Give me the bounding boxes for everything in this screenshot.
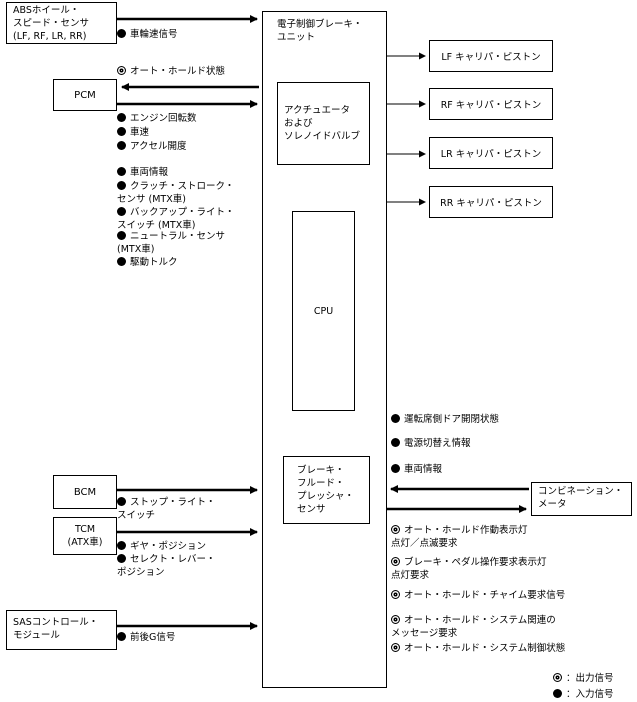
- output-marker-icon: [391, 525, 400, 534]
- input-marker-icon: [117, 207, 126, 216]
- bcm-box: BCM: [53, 475, 117, 509]
- input-marker-icon: [117, 231, 126, 240]
- meter-output-signal: ブレーキ・ペダル操作要求表示灯 点灯要求: [391, 557, 547, 581]
- tcm-box: TCM (ATX車): [53, 517, 117, 555]
- pcm-output-signal: オート・ホールド状態: [117, 65, 225, 78]
- bcm-signal: ストップ・ライト・ スイッチ: [117, 497, 216, 521]
- combination-meter-box: コンビネーション・ メータ: [531, 482, 632, 516]
- input-marker-icon: [117, 257, 126, 266]
- output-marker-icon: [391, 590, 400, 599]
- output-marker-icon: [391, 557, 400, 566]
- meter-input-signal: 電源切替え情報: [391, 437, 471, 450]
- legend-input: ：入力信号: [553, 688, 614, 701]
- meter-input-signal: 運転席側ドア開閉状態: [391, 413, 499, 426]
- input-marker-icon: [117, 181, 126, 190]
- ebcu-title: 電子制御ブレーキ・ ユニット: [277, 19, 363, 43]
- pcm-input-signal: 駆動トルク: [117, 256, 178, 269]
- pcm-input-signal: クラッチ・ストローク・ センサ (MTX車): [117, 181, 235, 205]
- pcm-input-signal: ニュートラル・センサ (MTX車): [117, 231, 226, 255]
- sas-signal: 前後G信号: [117, 631, 175, 644]
- output-marker-icon: [117, 66, 126, 75]
- pcm-input-signal: アクセル開度: [117, 140, 187, 153]
- input-marker-icon: [391, 414, 400, 423]
- output-marker-icon: [553, 673, 562, 682]
- input-marker-icon: [117, 497, 126, 506]
- input-marker-icon: [117, 127, 126, 136]
- cpu-box: CPU: [292, 211, 355, 411]
- tcm-signal: セレクト・レバー・ ポジション: [117, 554, 216, 578]
- meter-output-signal: オート・ホールド作動表示灯 点灯／点滅要求: [391, 525, 528, 549]
- input-marker-icon: [117, 554, 126, 563]
- caliper-lf-box: LF キャリパ・ピストン: [429, 40, 553, 72]
- caliper-lr-box: LR キャリパ・ピストン: [429, 137, 553, 169]
- input-marker-icon: [391, 464, 400, 473]
- input-marker-icon: [117, 29, 126, 38]
- caliper-rf-box: RF キャリパ・ピストン: [429, 88, 553, 120]
- pcm-box: PCM: [53, 79, 117, 111]
- meter-output-signal: オート・ホールド・システム制御状態: [391, 642, 565, 655]
- pcm-input-signal: 車速: [117, 126, 149, 139]
- legend-output: ：出力信号: [553, 672, 614, 685]
- input-marker-icon: [391, 438, 400, 447]
- pcm-input-signal: 車両情報: [117, 166, 168, 179]
- caliper-rr-box: RR キャリパ・ピストン: [429, 186, 553, 218]
- output-marker-icon: [391, 643, 400, 652]
- input-marker-icon: [117, 113, 126, 122]
- meter-input-signal: 車両情報: [391, 463, 442, 476]
- pcm-input-signal: エンジン回転数: [117, 112, 197, 125]
- input-marker-icon: [117, 541, 126, 550]
- pressure-sensor-box: ブレーキ・ フルード・ プレッシャ・ センサ: [283, 456, 370, 524]
- output-marker-icon: [391, 615, 400, 624]
- abs-signal: 車輪速信号: [117, 28, 178, 41]
- input-marker-icon: [117, 167, 126, 176]
- input-marker-icon: [117, 141, 126, 150]
- sas-box: SASコントロール・ モジュール: [6, 610, 117, 650]
- meter-output-signal: オート・ホールド・システム関連の メッセージ要求: [391, 615, 556, 639]
- meter-output-signal: オート・ホールド・チャイム要求信号: [391, 589, 565, 602]
- pcm-input-signal: バックアップ・ライト・ スイッチ (MTX車): [117, 207, 235, 231]
- input-marker-icon: [117, 632, 126, 641]
- input-marker-icon: [553, 689, 562, 698]
- actuator-box: アクチュエータ および ソレノイドバルブ: [277, 82, 370, 165]
- tcm-signal: ギヤ・ポジション: [117, 540, 206, 553]
- abs-sensor-box: ABSホイール・ スピード・センサ (LF, RF, LR, RR): [6, 2, 117, 44]
